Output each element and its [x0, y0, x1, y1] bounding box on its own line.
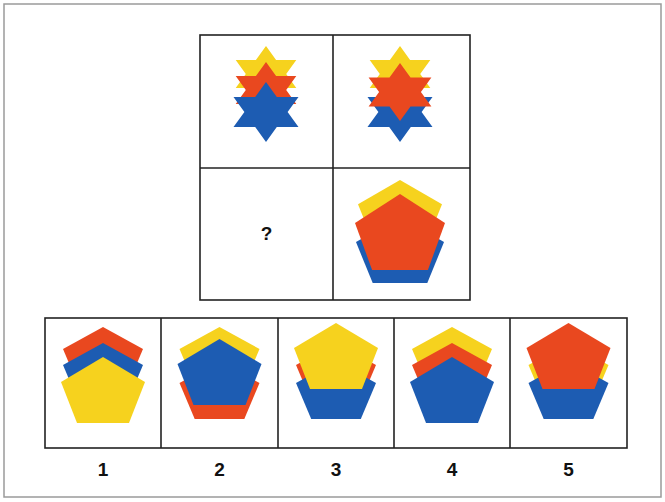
options-divider [160, 318, 162, 448]
matrix-frame [200, 35, 470, 300]
question-mark: ? [261, 223, 273, 245]
options-divider [393, 318, 395, 448]
options-divider [509, 318, 511, 448]
outer-frame [4, 4, 661, 497]
matrix-cell: ? [200, 168, 333, 300]
options-divider [277, 318, 279, 448]
pentagon-shape [61, 357, 145, 423]
star-shape [369, 63, 432, 121]
options-frame [45, 318, 627, 448]
option-number: 5 [563, 459, 574, 481]
matrix-divider [200, 167, 470, 169]
pentagon-shape [410, 357, 494, 423]
pentagon-shape [527, 323, 611, 389]
option-number: 4 [447, 459, 458, 481]
option-number: 2 [214, 459, 225, 481]
pentagon-shape [178, 339, 262, 405]
pentagon-shape [294, 323, 378, 389]
pentagon-shape [355, 194, 445, 270]
star-shape [234, 82, 299, 142]
option-number: 1 [98, 459, 109, 481]
option-number: 3 [331, 459, 342, 481]
